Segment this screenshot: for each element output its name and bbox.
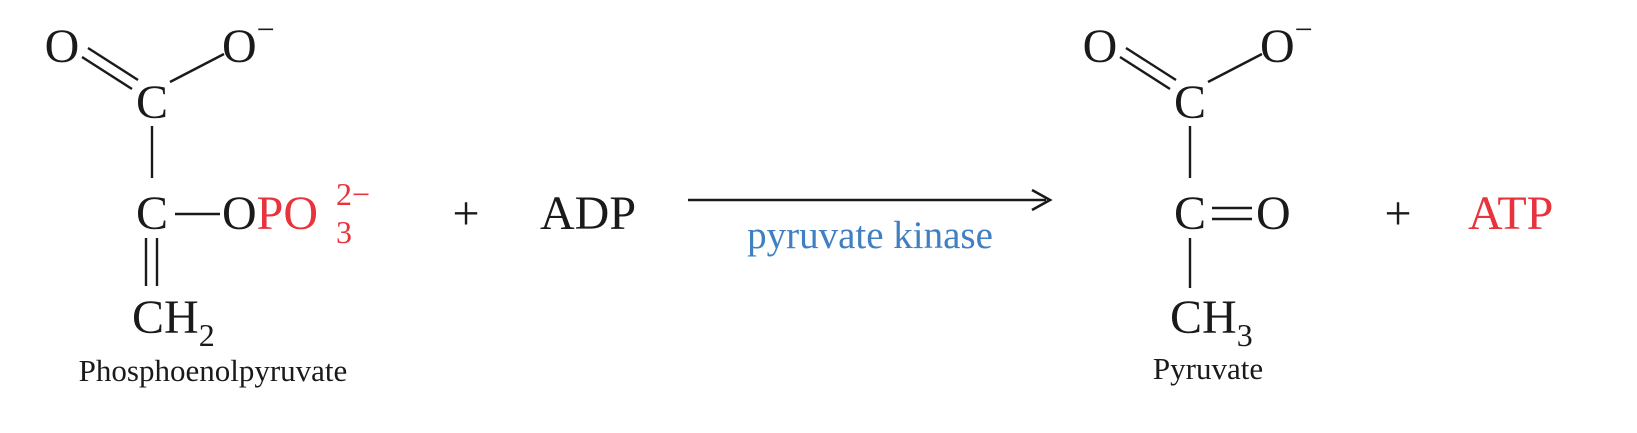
pyr-methyl-ch: CH	[1170, 291, 1237, 344]
phosphoenolpyruvate-structure: O O− C C OPO 2− 3 CH2 Phosphoenolpyruvat…	[45, 11, 370, 388]
plus-sign-products: +	[1384, 187, 1411, 240]
pep-ester-oxygen: O	[222, 187, 257, 240]
pep-methylene: CH2	[132, 291, 215, 353]
pep-phosphate-charge: 2−	[336, 176, 370, 212]
pep-carbonyl-bond-b	[87, 46, 139, 82]
pyr-carboxylate-o-symbol: O	[1260, 20, 1295, 73]
pep-carboxylate-oxygen: O−	[222, 11, 275, 73]
pyr-keto-oxygen: O	[1256, 187, 1291, 240]
pep-carboxyl-carbon: C	[136, 76, 168, 129]
pep-carbonyl-bond-a	[81, 55, 133, 91]
pyr-carboxylate-bond	[1207, 52, 1263, 84]
plus-sign-reactants: +	[452, 187, 479, 240]
pyr-carboxylate-charge: −	[1295, 11, 1313, 47]
pyr-carboxylate-oxygen: O−	[1260, 11, 1313, 73]
pyruvate-structure: O O− C C O CH3 Pyruvate	[1083, 11, 1313, 386]
pep-phosphate-subscript: 3	[336, 214, 352, 250]
pep-carbonyl-oxygen: O	[45, 20, 80, 73]
reaction-arrow-head	[1031, 188, 1053, 212]
pep-carboxylate-o-symbol: O	[222, 20, 257, 73]
pyr-methyl-subscript: 3	[1237, 317, 1253, 353]
reaction-arrow	[688, 188, 1053, 212]
pyr-carbonyl-oxygen: O	[1083, 20, 1118, 73]
pyr-methyl: CH3	[1170, 291, 1253, 353]
pep-phosphate-group: OPO	[222, 187, 318, 240]
pyr-carboxyl-carbon: C	[1174, 76, 1206, 129]
pyr-keto-carbon: C	[1174, 187, 1206, 240]
pyr-carbonyl-bond-a	[1119, 55, 1171, 91]
pep-carboxylate-charge: −	[257, 11, 275, 47]
pep-methylene-ch: CH	[132, 291, 199, 344]
adp-label: ADP	[540, 187, 636, 240]
enzyme-label: pyruvate kinase	[747, 214, 993, 257]
pep-methylene-subscript: 2	[199, 317, 215, 353]
pep-central-carbon: C	[136, 187, 168, 240]
pyruvate-name-label: Pyruvate	[1153, 351, 1263, 386]
pep-carboxylate-bond	[169, 52, 225, 84]
pep-phosphate-po: PO	[257, 187, 318, 240]
atp-label: ATP	[1468, 187, 1553, 240]
pyr-carbonyl-bond-b	[1125, 46, 1177, 82]
pep-name-label: Phosphoenolpyruvate	[79, 353, 348, 388]
